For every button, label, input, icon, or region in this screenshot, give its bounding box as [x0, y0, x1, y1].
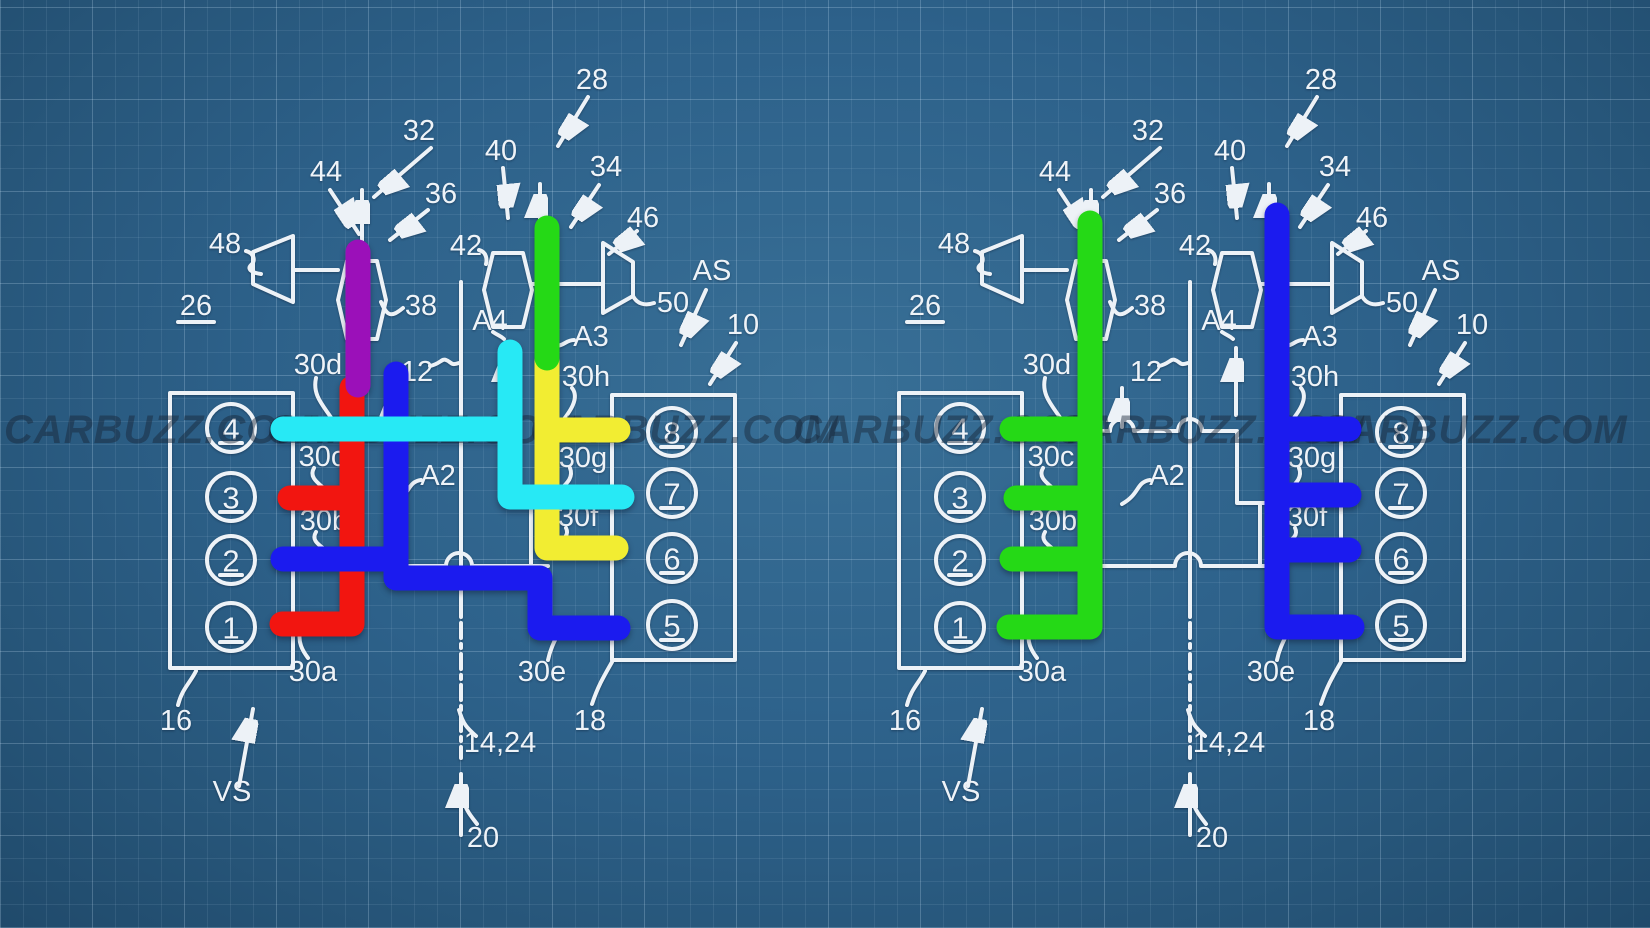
squiggle-16-line — [907, 671, 925, 705]
arrow-36 — [1119, 210, 1157, 240]
label-30h: 30h — [562, 361, 610, 393]
label-48: 48 — [209, 228, 241, 260]
squiggle-18-line — [1321, 662, 1341, 704]
label-46: 46 — [627, 202, 659, 234]
label-VS: VS — [942, 776, 981, 808]
label-28: 28 — [1305, 64, 1337, 96]
label-20: 20 — [1196, 822, 1228, 854]
label-42: 42 — [1179, 230, 1211, 262]
squiggle-20-line — [463, 800, 477, 824]
label-14-24: 14,24 — [1193, 727, 1266, 759]
label-AS: AS — [693, 255, 732, 287]
label-36: 36 — [1154, 178, 1186, 210]
label-18: 18 — [574, 705, 606, 737]
compressor-1-line — [253, 236, 293, 302]
label-30e: 30e — [1247, 656, 1295, 688]
squiggle-12-line — [1159, 360, 1188, 366]
squiggle-48-line — [975, 251, 990, 274]
label-16: 16 — [160, 705, 192, 737]
label-40: 40 — [485, 135, 517, 167]
label-44: 44 — [1039, 156, 1071, 188]
arrow-28 — [558, 97, 588, 146]
label-38: 38 — [405, 290, 437, 322]
label-A3: A3 — [573, 321, 608, 353]
watermark-row: CARBUZZ.COMCARBUZZ.COMCARBUZZ.COMCARBUZZ… — [4, 408, 1628, 452]
label-A4: A4 — [1201, 305, 1236, 337]
label-20: 20 — [467, 822, 499, 854]
label-A2: A2 — [1149, 460, 1184, 492]
label-44: 44 — [310, 156, 342, 188]
arrow-36 — [390, 210, 428, 240]
label-36: 36 — [425, 178, 457, 210]
arrow-46 — [609, 231, 637, 254]
label-10: 10 — [727, 309, 759, 341]
label-34: 34 — [590, 151, 622, 183]
label-40: 40 — [1214, 135, 1246, 167]
label-28: 28 — [576, 64, 608, 96]
label-32: 32 — [1132, 115, 1164, 147]
squiggle-12-line — [430, 360, 459, 366]
label-42: 42 — [450, 230, 482, 262]
squiggle-50-line — [1362, 296, 1383, 304]
arrow-40 — [503, 168, 508, 218]
label-VS: VS — [213, 776, 252, 808]
label-30e: 30e — [518, 656, 566, 688]
label-10: 10 — [1456, 309, 1488, 341]
label-48: 48 — [938, 228, 970, 260]
label-46: 46 — [1356, 202, 1388, 234]
arrow-28 — [1287, 97, 1317, 146]
label-30d: 30d — [1023, 349, 1071, 381]
arrow-32 — [374, 148, 431, 197]
compressor-1-line — [982, 236, 1022, 302]
label-30a: 30a — [1018, 656, 1067, 688]
label-38: 38 — [1134, 290, 1166, 322]
label-12: 12 — [1130, 356, 1162, 388]
arrow-34 — [571, 185, 599, 227]
squiggle-20-line — [1192, 800, 1206, 824]
arrow-VS — [968, 709, 982, 786]
squiggle-50-line — [633, 296, 654, 304]
watermark-text: CARBUZZ.COM — [1319, 408, 1628, 452]
arrow-10 — [710, 343, 736, 384]
label-34: 34 — [1319, 151, 1351, 183]
label-30h: 30h — [1291, 361, 1339, 393]
arrow-34 — [1300, 185, 1328, 227]
label-A2: A2 — [420, 460, 455, 492]
label-18: 18 — [1303, 705, 1335, 737]
label-A3: A3 — [1302, 321, 1337, 353]
arrow-40 — [1232, 168, 1237, 218]
label-26: 26 — [180, 290, 212, 322]
label-16: 16 — [889, 705, 921, 737]
right-diagram: 432187654448263236384228403446AS5010A4A3… — [889, 64, 1488, 854]
label-50: 50 — [657, 287, 689, 319]
arrow-32 — [1103, 148, 1160, 197]
arrow-44 — [330, 190, 359, 234]
squiggle-48-line — [246, 251, 261, 274]
left-diagram: 432187654448263236384228403446AS5010A4A3… — [160, 64, 759, 854]
squiggle-18-line — [592, 662, 612, 704]
junction-line-a2-line — [1090, 553, 1277, 566]
label-AS: AS — [1422, 255, 1461, 287]
squiggle-A2-line — [1122, 480, 1150, 504]
squiggle-16-line — [178, 671, 196, 705]
label-30d: 30d — [294, 349, 342, 381]
label-30a: 30a — [289, 656, 338, 688]
left-diagram-highlights — [282, 228, 622, 628]
label-50: 50 — [1386, 287, 1418, 319]
label-32: 32 — [403, 115, 435, 147]
arrow-46 — [1338, 231, 1366, 254]
arrow-10 — [1439, 343, 1465, 384]
label-26: 26 — [909, 290, 941, 322]
label-14-24: 14,24 — [464, 727, 537, 759]
arrow-VS — [239, 709, 253, 786]
label-A4: A4 — [472, 305, 507, 337]
